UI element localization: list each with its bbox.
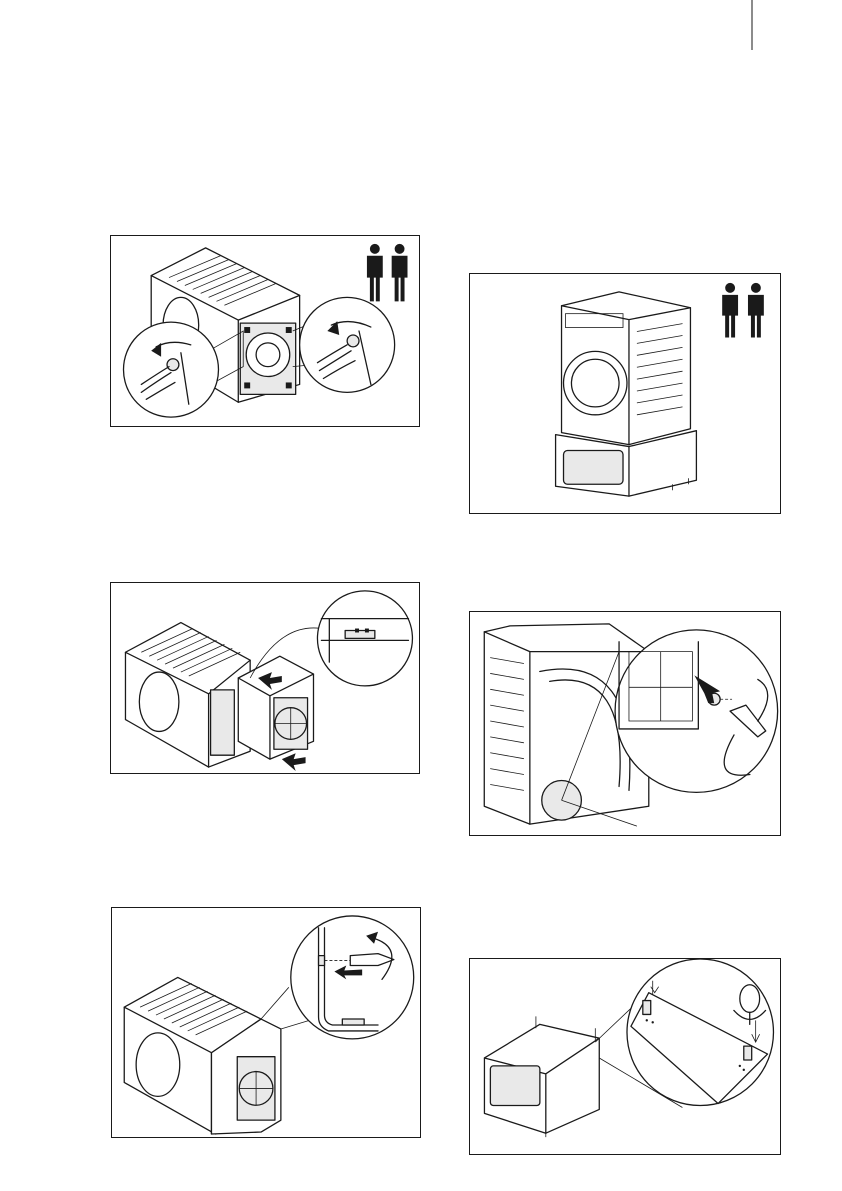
washer-bracket-screw-illustration (112, 908, 420, 1137)
washer-rear-illustration (111, 236, 419, 426)
figure-fasten-screw-rear (469, 611, 781, 836)
top-rule (0, 0, 842, 50)
two-person-lift-icon (722, 283, 764, 338)
figure-place-on-pedestal (469, 273, 781, 514)
washer-panel-removal-illustration (111, 583, 419, 773)
pedestal-assembly-illustration (470, 959, 780, 1154)
two-person-lift-icon (367, 244, 408, 301)
figure-unscrew-bracket (111, 907, 421, 1138)
figure-remove-transport-bolts (110, 235, 420, 427)
washer-rear-screw-illustration (470, 612, 780, 835)
washer-on-pedestal-illustration (470, 274, 780, 513)
figure-slide-out-rear-panel (110, 582, 420, 774)
figure-pedestal-screw-detail (469, 958, 781, 1155)
